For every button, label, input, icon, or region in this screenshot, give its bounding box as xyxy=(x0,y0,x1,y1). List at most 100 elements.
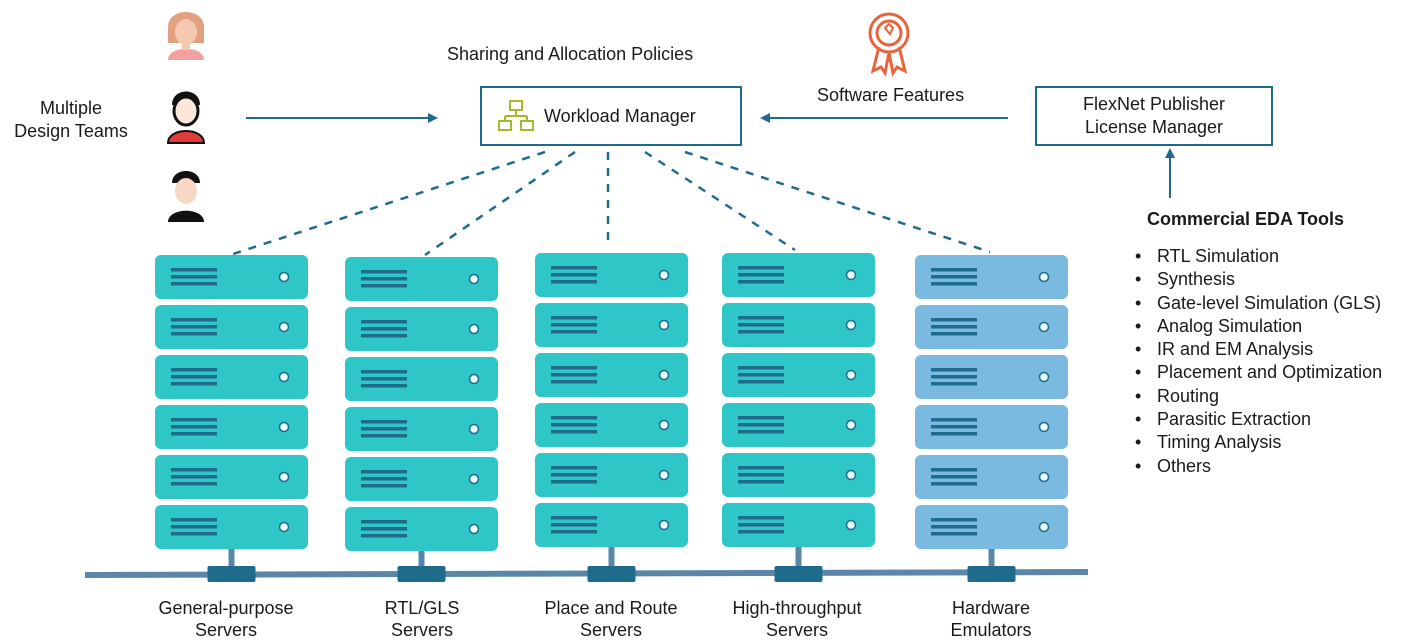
group-label-line2: Servers xyxy=(765,620,828,640)
server-vent-line xyxy=(551,323,597,327)
server-vent-line xyxy=(551,373,597,377)
server-rack xyxy=(535,253,688,582)
server-vent-line xyxy=(738,323,784,327)
server-led-icon xyxy=(658,369,670,381)
server-unit xyxy=(155,355,308,399)
server-led-icon xyxy=(1038,371,1050,383)
group-label-line2: Servers xyxy=(194,620,257,640)
server-unit xyxy=(155,305,308,349)
server-vent-line xyxy=(931,468,977,472)
server-vent-line xyxy=(171,532,217,536)
server-vent-line xyxy=(361,484,407,488)
server-vent-line xyxy=(361,477,407,481)
server-vent-line xyxy=(738,473,784,477)
server-vent-line xyxy=(171,325,217,329)
server-vent-line xyxy=(931,275,977,279)
server-vent-line xyxy=(931,325,977,329)
server-vent-line xyxy=(171,468,217,472)
server-vent-line xyxy=(931,482,977,486)
server-unit xyxy=(345,357,498,401)
server-vent-line xyxy=(551,273,597,277)
server-vent-line xyxy=(171,425,217,429)
server-unit xyxy=(722,403,875,447)
server-rack xyxy=(915,255,1068,582)
server-vent-line xyxy=(171,432,217,436)
server-led-icon xyxy=(845,419,857,431)
flexnet-line2: License Manager xyxy=(1084,117,1224,137)
server-unit-body xyxy=(915,505,1068,549)
server-unit-body xyxy=(155,505,308,549)
server-vent-line xyxy=(171,268,217,272)
server-vent-line xyxy=(738,366,784,370)
server-led-icon xyxy=(658,319,670,331)
server-led-icon xyxy=(658,519,670,531)
bus-connector xyxy=(207,566,256,582)
group-label-high-throughput: High-throughput Servers xyxy=(707,597,887,641)
server-vent-line xyxy=(551,430,597,434)
server-led-icon xyxy=(278,471,290,483)
server-unit xyxy=(535,503,688,547)
server-vent-line xyxy=(361,427,407,431)
network-hierarchy-icon xyxy=(498,100,534,131)
server-vent-line xyxy=(738,480,784,484)
server-led-icon xyxy=(658,469,670,481)
server-vent-line xyxy=(551,523,597,527)
server-vent-line xyxy=(931,432,977,436)
server-vent-line xyxy=(931,382,977,386)
server-vent-line xyxy=(931,525,977,529)
rack-stand xyxy=(418,551,425,568)
server-racks xyxy=(155,253,1068,582)
server-unit xyxy=(345,407,498,451)
server-unit-body xyxy=(722,353,875,397)
tool-item: Parasitic Extraction xyxy=(1135,408,1382,431)
server-led-icon xyxy=(1038,271,1050,283)
server-unit xyxy=(915,255,1068,299)
server-unit-body xyxy=(155,455,308,499)
server-vent-line xyxy=(738,380,784,384)
server-unit xyxy=(722,503,875,547)
server-unit xyxy=(915,305,1068,349)
server-vent-line xyxy=(931,418,977,422)
server-unit-body xyxy=(155,355,308,399)
server-unit-body xyxy=(915,305,1068,349)
server-unit xyxy=(722,253,875,297)
server-vent-line xyxy=(361,327,407,331)
server-vent-line xyxy=(361,377,407,381)
server-vent-line xyxy=(931,518,977,522)
tool-item: Synthesis xyxy=(1135,268,1382,291)
server-vent-line xyxy=(171,518,217,522)
server-led-icon xyxy=(278,321,290,333)
server-vent-line xyxy=(931,368,977,372)
server-unit xyxy=(155,455,308,499)
server-vent-line xyxy=(738,516,784,520)
server-vent-line xyxy=(551,380,597,384)
server-vent-line xyxy=(738,416,784,420)
rack-stand xyxy=(795,547,802,568)
page-title: Sharing and Allocation Policies xyxy=(447,44,694,64)
commercial-tools-title: Commercial EDA Tools xyxy=(1147,209,1345,229)
server-vent-line xyxy=(361,277,407,281)
server-led-icon xyxy=(845,319,857,331)
server-vent-line xyxy=(171,382,217,386)
server-vent-line xyxy=(931,318,977,322)
group-label-line2: Emulators xyxy=(950,620,1032,640)
server-unit xyxy=(155,255,308,299)
server-unit-body xyxy=(535,403,688,447)
server-vent-line xyxy=(171,475,217,479)
server-unit-body xyxy=(345,407,498,451)
server-unit-body xyxy=(722,503,875,547)
server-rack xyxy=(722,253,875,582)
server-vent-line xyxy=(551,316,597,320)
server-vent-line xyxy=(738,530,784,534)
server-vent-line xyxy=(738,330,784,334)
server-unit xyxy=(722,303,875,347)
server-unit-body xyxy=(722,453,875,497)
server-vent-line xyxy=(931,268,977,272)
flexnet-line1: FlexNet Publisher xyxy=(1082,94,1226,114)
server-vent-line xyxy=(361,527,407,531)
server-unit xyxy=(915,355,1068,399)
server-vent-line xyxy=(738,316,784,320)
server-vent-line xyxy=(551,473,597,477)
tool-item: Timing Analysis xyxy=(1135,431,1382,454)
